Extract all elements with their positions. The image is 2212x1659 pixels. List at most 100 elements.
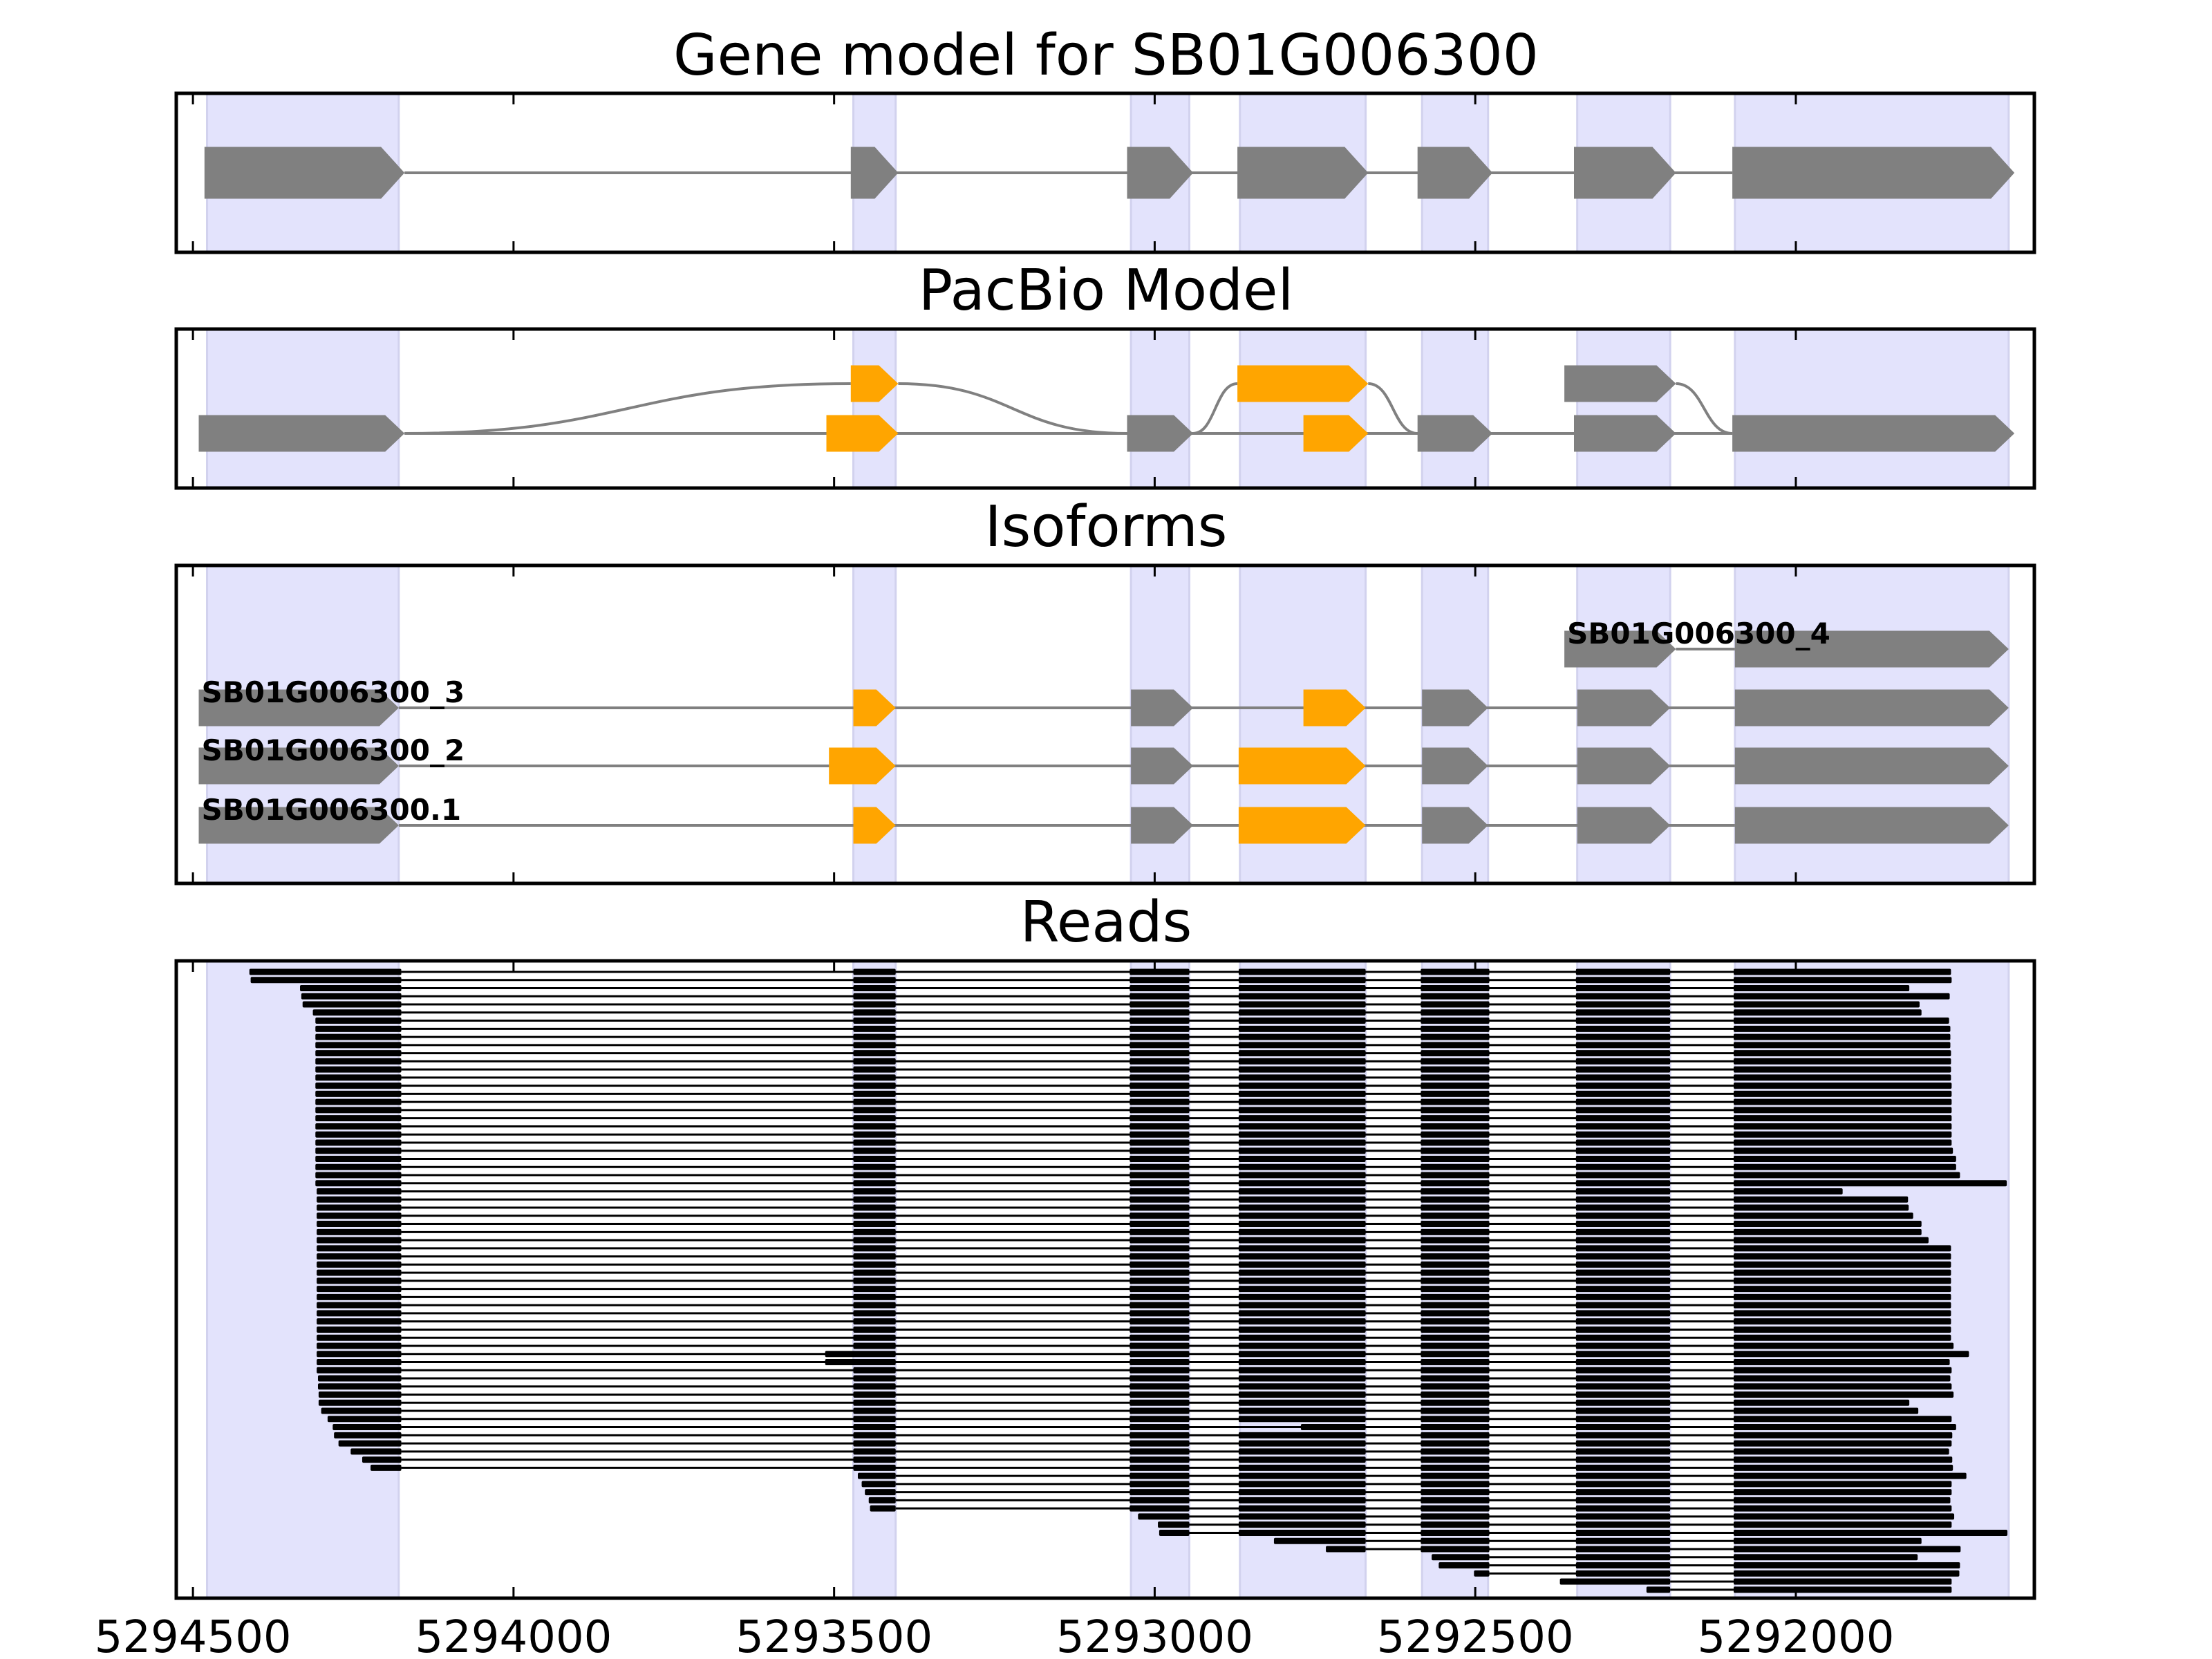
read-exon-block: [1575, 1107, 1671, 1114]
read-exon-block: [327, 1416, 402, 1423]
read-exon-block: [1421, 977, 1490, 984]
read-exon-block: [853, 993, 896, 1000]
read-exon-block: [1575, 1082, 1671, 1089]
read-exon-block: [317, 1334, 402, 1341]
read-exon-block: [1733, 1196, 1909, 1203]
read-exon-block: [1238, 1025, 1366, 1032]
read-exon-block: [853, 1025, 896, 1032]
read-exon-block: [1733, 1481, 1952, 1488]
read-exon-block: [1421, 985, 1490, 992]
read-exon-block: [1575, 1172, 1671, 1179]
read-exon-block: [1238, 1521, 1366, 1528]
read-exon-block: [1238, 1050, 1366, 1057]
read-exon-block: [1326, 1546, 1366, 1553]
read-exon-block: [1421, 1050, 1490, 1057]
gene-model-exon: [204, 147, 405, 199]
x-tick-label: 5293000: [1056, 1612, 1253, 1659]
read-exon-block: [1421, 1058, 1490, 1065]
read-exon-block: [853, 1042, 896, 1049]
read-exon-block: [1733, 1058, 1951, 1065]
read-exon-block: [1733, 1228, 1922, 1235]
read-exon-block: [315, 1107, 402, 1114]
read-exon-block: [853, 1107, 896, 1114]
read-exon-block: [1733, 1066, 1951, 1073]
read-exon-block: [1474, 1570, 1490, 1577]
read-exon-block: [315, 1025, 402, 1032]
read-exon-block: [1130, 1375, 1190, 1382]
read-exon-block: [1238, 1464, 1366, 1471]
read-exon-block: [1733, 1286, 1951, 1293]
read-exon-block: [1733, 1578, 1952, 1585]
read-exon-block: [853, 1228, 896, 1235]
read-exon-block: [1421, 1286, 1490, 1293]
read-exon-block: [1575, 977, 1671, 984]
read-exon-block: [1421, 993, 1490, 1000]
read-exon-block: [1238, 1131, 1366, 1138]
read-exon-block: [853, 1375, 896, 1382]
read-exon-block: [1238, 1440, 1366, 1447]
read-exon-block: [853, 1310, 896, 1317]
read-exon-block: [1421, 1546, 1490, 1553]
read-exon-block: [1238, 1529, 1366, 1536]
read-exon-block: [1432, 1554, 1490, 1561]
pacbio-model-axes-frame: [174, 327, 2036, 490]
read-exon-block: [1130, 1481, 1190, 1488]
read-exon-block: [1130, 1334, 1190, 1341]
isoform-exon: [1238, 747, 1366, 785]
read-exon-block: [315, 1147, 402, 1154]
isoforms-axes-frame: [174, 563, 2036, 885]
read-exon-block: [1300, 1424, 1366, 1431]
read-exon-block: [1733, 1391, 1954, 1398]
read-exon-block: [1575, 1009, 1671, 1016]
read-exon-block: [1138, 1513, 1190, 1520]
read-exon-block: [1421, 1212, 1490, 1219]
read-exon-block: [1238, 1237, 1366, 1244]
read-exon-block: [1733, 1513, 1955, 1520]
read-exon-block: [853, 1115, 896, 1122]
read-exon-block: [1238, 1399, 1366, 1406]
read-exon-block: [853, 1204, 896, 1211]
read-exon-block: [1130, 1326, 1190, 1333]
read-exon-block: [1575, 1513, 1671, 1520]
read-exon-block: [1421, 1416, 1490, 1423]
read-exon-block: [1421, 1310, 1490, 1317]
read-exon-block: [1421, 1172, 1490, 1179]
read-exon-block: [861, 1481, 896, 1488]
read-exon-block: [1575, 968, 1671, 975]
read-exon-block: [853, 1123, 896, 1130]
read-exon-block: [853, 1172, 896, 1179]
read-exon-block: [853, 1342, 896, 1349]
read-exon-block: [1130, 1042, 1190, 1049]
read-exon-block: [1421, 1464, 1490, 1471]
read-exon-block: [1575, 1018, 1671, 1024]
read-exon-block: [1733, 1115, 1952, 1122]
read-exon-block: [1421, 1025, 1490, 1032]
read-exon-block: [1733, 1009, 1922, 1016]
isoform-exon: [198, 689, 399, 727]
read-exon-block: [1130, 1155, 1190, 1162]
read-exon-block: [868, 1497, 896, 1503]
read-exon-block: [1733, 1440, 1952, 1447]
read-exon-block: [1130, 1163, 1190, 1170]
read-exon-block: [1733, 1416, 1952, 1423]
read-exon-block: [853, 1253, 896, 1260]
read-exon-block: [853, 1074, 896, 1081]
read-exon-block: [853, 1293, 896, 1300]
read-exon-block: [1238, 1286, 1366, 1293]
pacbio-exon: [850, 365, 899, 402]
read-exon-block: [1238, 1448, 1366, 1455]
read-exon-block: [1421, 1375, 1490, 1382]
read-exon-block: [1733, 1155, 1956, 1162]
read-exon-block: [853, 1399, 896, 1406]
read-exon-block: [1238, 1277, 1366, 1284]
read-exon-block: [1130, 1009, 1190, 1016]
read-exon-block: [1733, 1042, 1951, 1049]
pacbio-junction-curve: [898, 382, 1127, 435]
read-exon-block: [1238, 1342, 1366, 1349]
read-exon-block: [865, 1489, 896, 1496]
read-exon-block: [1733, 1334, 1951, 1341]
gene-model-exon: [1127, 147, 1194, 199]
read-exon-block: [1733, 1107, 1952, 1114]
read-exon-block: [1238, 1204, 1366, 1211]
read-exon-block: [317, 1351, 402, 1358]
